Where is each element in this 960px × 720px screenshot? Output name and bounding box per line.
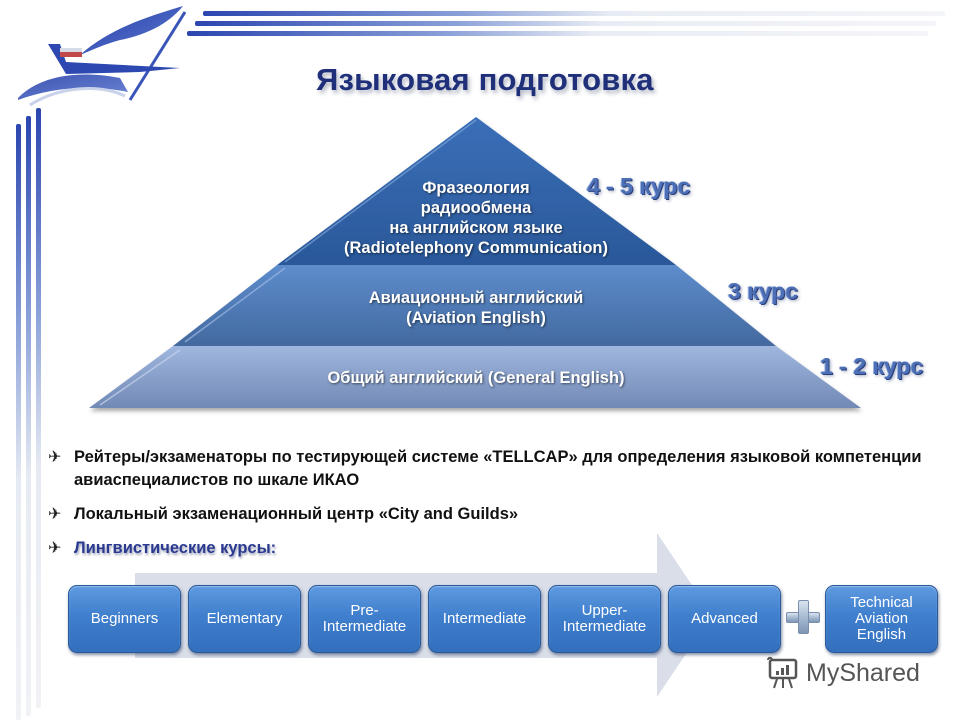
page-title: Языковая подготовка [316,62,654,97]
airplane-logo-icon [18,6,187,107]
pyramid-top-line-4: (Radiotelephony Communication) [344,239,608,257]
course-step-upper-intermediate: Upper- Intermediate [548,585,661,653]
bullet-item-linguistic-courses: ✈ Лингвистические курсы: [48,537,928,560]
pyramid-level-middle-label: Авиационный английский (Aviation English… [276,288,676,328]
pyramid-top-line-3: на английском языке [389,219,563,237]
progression-arrow [135,533,712,697]
pyramid-middle-line-2: (Aviation English) [406,309,546,327]
watermark-text: MyShared [806,658,920,687]
pyramid-middle-line-1: Авиационный английский [368,289,584,307]
bullet-item-city-and-guilds: ✈ Локальный экзаменационный центр «City … [48,503,928,526]
bullet-text: Лингвистические курсы: [74,539,277,557]
airplane-icon: ✈ [48,506,62,523]
pyramid-level-bottom [89,346,861,408]
course-label-3: 3 курс [728,278,799,304]
watermark: MyShared [766,656,920,690]
pyramid-top-line-1: Фразеология [422,179,530,197]
course-step-pre-intermediate: Pre- Intermediate [308,585,421,653]
pyramid-level-top-label: Фразеология радиообмена на английском яз… [296,178,656,258]
header-stripes [187,11,945,36]
bullet-text: Рейтеры/экзаменаторы по тестирующей сист… [74,448,922,489]
pyramid-level-middle [173,265,776,346]
pyramid-diagram [89,117,861,408]
course-label-1-2: 1 - 2 курс [820,353,924,379]
bullet-text: Локальный экзаменационный центр «City an… [74,505,519,523]
bullet-list: ✈ Рейтеры/экзаменаторы по тестирующей си… [48,446,928,571]
course-step-beginners: Beginners [68,585,181,653]
pyramid-bottom-line-1: Общий английский (General English) [327,369,625,387]
airplane-icon: ✈ [48,540,62,557]
presentation-board-icon [767,656,798,689]
course-label-4-5: 4 - 5 курс [587,173,691,199]
airplane-icon: ✈ [48,449,62,466]
course-step-elementary: Elementary [188,585,301,653]
course-extra-technical-aviation-english: Technical Aviation English [825,585,938,653]
sidebar-stripes [16,108,41,720]
course-step-advanced: Advanced [668,585,781,653]
pyramid-level-top [277,117,676,265]
plus-icon [786,600,820,634]
bullet-item-tellcap: ✈ Рейтеры/экзаменаторы по тестирующей си… [48,446,928,492]
pyramid-level-bottom-label: Общий английский (General English) [226,368,726,388]
pyramid-top-line-2: радиообмена [420,199,532,217]
course-step-intermediate: Intermediate [428,585,541,653]
